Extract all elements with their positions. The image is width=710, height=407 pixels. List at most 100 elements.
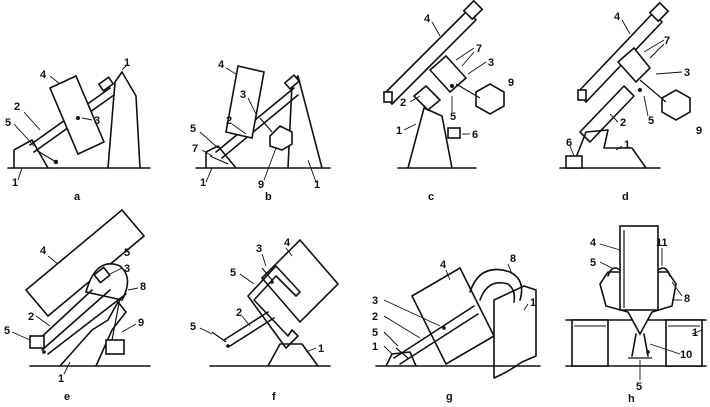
panel-d: 4 7 3 5 9 2 6 1 d (559, 1, 702, 203)
pivot (638, 88, 642, 92)
pier (287, 75, 323, 169)
leader (649, 43, 665, 59)
polar-shaft (631, 333, 637, 357)
leader (649, 343, 681, 355)
base-block-left (571, 319, 609, 367)
part-label: 7 (192, 143, 198, 155)
leader (121, 323, 137, 333)
polar-axis-edge (229, 317, 275, 347)
part-label: 5 (230, 267, 236, 279)
polar-axis-edge (41, 289, 111, 351)
leader (23, 111, 41, 131)
leader (431, 21, 441, 37)
leader (35, 315, 51, 327)
rod (209, 155, 229, 165)
base-block (385, 351, 417, 367)
part-label: 6 (566, 137, 572, 149)
dec-bearing (93, 266, 111, 284)
panel-h: 4 11 5 8 1 10 5 h (565, 225, 707, 405)
leader (383, 315, 421, 339)
leader (609, 113, 619, 123)
leader (461, 51, 475, 67)
left-bearing (607, 267, 621, 277)
leader (81, 117, 93, 121)
polar-fork-inner (479, 281, 516, 303)
counterweight (475, 83, 505, 115)
part-label: 9 (508, 77, 514, 89)
telescope-tube (410, 266, 496, 366)
panel-caption: d (622, 191, 629, 203)
part-label: 8 (140, 281, 146, 293)
part-label: 4 (284, 237, 291, 249)
leader (241, 315, 251, 327)
part-label: 2 (28, 311, 34, 323)
polar-axis-edge (399, 313, 479, 365)
leader (261, 253, 267, 267)
polar-axis-edge (221, 94, 299, 159)
pivot (646, 350, 650, 354)
part-label: 5 (372, 327, 378, 339)
part-label: 2 (372, 311, 378, 323)
counterweight (269, 125, 293, 151)
part-label: 10 (680, 349, 692, 361)
base-block-right (665, 319, 703, 367)
leader (231, 123, 247, 135)
panel-caption: c (428, 191, 434, 203)
part-label: 5 (190, 321, 196, 333)
part-label: 5 (190, 123, 196, 135)
dec-axis-point (76, 116, 80, 120)
part-label: 5 (124, 247, 130, 259)
pivot (42, 350, 46, 354)
leader (599, 243, 621, 251)
part-label: 6 (472, 129, 478, 141)
eyepiece (577, 89, 587, 101)
part-label: 7 (476, 43, 482, 55)
polar-axis (223, 311, 269, 341)
pier (571, 129, 647, 169)
base-bearing (29, 335, 45, 349)
leader (523, 303, 529, 311)
counterweight-rod (455, 83, 481, 99)
leader (445, 269, 451, 281)
part-label: 3 (240, 89, 246, 101)
leader (47, 255, 59, 265)
leader (239, 273, 255, 285)
leader (507, 263, 513, 275)
rod (211, 331, 227, 343)
motor-box (447, 127, 461, 139)
counterweight (105, 339, 125, 355)
part-label: 4 (590, 237, 597, 249)
tube-end (462, 0, 484, 21)
leader (305, 347, 317, 353)
leader (691, 329, 703, 335)
part-label: 7 (664, 35, 670, 47)
part-label: 3 (372, 295, 378, 307)
leader (615, 145, 623, 151)
leader (383, 331, 399, 347)
part-label: 1 (692, 327, 698, 339)
leader (383, 299, 441, 327)
leader (383, 345, 393, 355)
telescope-tube (619, 225, 659, 311)
polar-axis (393, 305, 475, 359)
panel-e: 4 5 3 8 9 2 5 1 e (4, 208, 151, 403)
telescope-tube (260, 238, 340, 324)
panel-caption: a (74, 191, 81, 203)
part-label: 1 (12, 177, 18, 189)
leader (643, 39, 665, 53)
bearing (97, 76, 115, 92)
part-label: 1 (200, 177, 206, 189)
polar-axis-edge (47, 293, 127, 355)
leader (403, 123, 417, 131)
part-label: 5 (590, 257, 596, 269)
pier (493, 285, 537, 379)
panel-f: 3 4 5 2 5 1 f (190, 237, 340, 403)
leader (569, 145, 575, 157)
base-block (13, 139, 49, 169)
rod (261, 267, 273, 281)
part-label: 3 (124, 263, 130, 275)
pier (59, 301, 127, 367)
leader (655, 71, 683, 75)
leader (127, 287, 139, 291)
leader (109, 267, 123, 275)
